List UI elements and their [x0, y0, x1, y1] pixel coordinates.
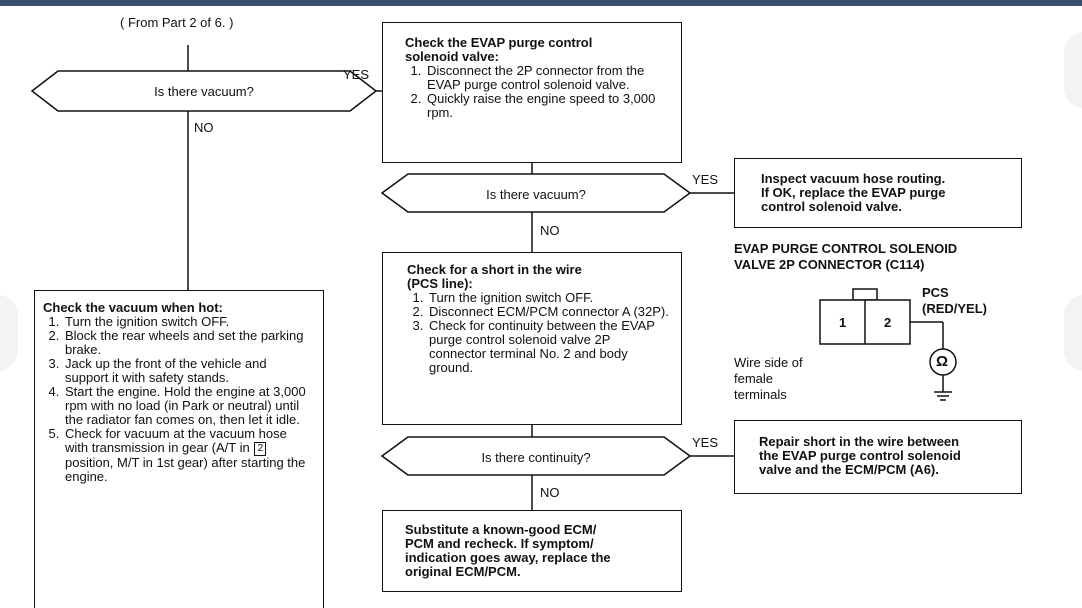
pcs-wire-color: (RED/YEL) [922, 301, 987, 316]
yes-label-2: YES [692, 172, 719, 187]
connector-pin-1: 1 [839, 315, 847, 330]
vacuum-hot-step: Block the rear wheels and set the parkin… [63, 329, 313, 357]
step5-text-a: Check for vacuum at the vacuum hose with… [65, 426, 287, 455]
wire-side-line: Wire side of [734, 355, 803, 370]
short-check-heading: Check for a short in the wire (PCS line)… [407, 262, 582, 291]
window-top-bar [0, 0, 1082, 6]
substitute-line: Substitute a known-good ECM/ [405, 522, 597, 537]
gear-position-box: 2 [254, 441, 267, 456]
evap-check-step: Quickly raise the engine speed to 3,000 … [425, 92, 669, 120]
vacuum-hot-step: Start the engine. Hold the engine at 3,0… [63, 385, 313, 427]
connector-title-line2: VALVE 2P CONNECTOR (C114) [734, 257, 925, 272]
substitute-line: original ECM/PCM. [405, 564, 521, 579]
side-decoration-right-top [1064, 32, 1082, 108]
vacuum-hot-step: Jack up the front of the vehicle and sup… [63, 357, 313, 385]
repair-short-box: Repair short in the wire between the EVA… [734, 420, 1022, 494]
inspect-line: If OK, replace the EVAP purge [761, 185, 946, 200]
evap-check-box: Check the EVAP purge control solenoid va… [382, 22, 682, 163]
side-decoration-right-bottom [1064, 295, 1082, 371]
yes-label-3: YES [692, 435, 719, 450]
substitute-line: indication goes away, replace the [405, 550, 611, 565]
wire-side-line: female [734, 371, 774, 386]
side-decoration-left [0, 295, 18, 371]
vacuum-hot-box: Check the vacuum when hot: Turn the igni… [34, 290, 324, 608]
vacuum-hot-heading: Check the vacuum when hot: [43, 300, 223, 315]
from-part-note: ( From Part 2 of 6. ) [120, 15, 234, 30]
wire-side-line: terminals [734, 387, 787, 402]
yes-label-1: YES [343, 67, 370, 82]
ohm-icon: Ω [936, 353, 949, 370]
substitute-line: PCM and recheck. If symptom/ [405, 536, 594, 551]
repair-line: Repair short in the wire between [759, 434, 960, 449]
inspect-hose-box: Inspect vacuum hose routing. If OK, repl… [734, 158, 1022, 228]
decision-2-label: Is there vacuum? [486, 187, 586, 202]
repair-line: valve and the ECM/PCM (A6). [759, 462, 939, 477]
evap-check-heading: Check the EVAP purge control solenoid va… [405, 35, 593, 64]
step5-text-b: position, M/T in 1st gear) after startin… [65, 454, 306, 484]
short-check-box: Check for a short in the wire (PCS line)… [382, 252, 682, 425]
short-check-step: Check for continuity between the EVAP pu… [427, 319, 669, 375]
pcs-label: PCS [922, 285, 949, 300]
no-label-3: NO [540, 485, 560, 500]
connector-pin-2: 2 [884, 315, 892, 330]
no-label-2: NO [540, 223, 560, 238]
decision-1-label: Is there vacuum? [154, 84, 254, 99]
connector-title-line1: EVAP PURGE CONTROL SOLENOID [734, 241, 958, 256]
short-check-step: Disconnect ECM/PCM connector A (32P). [427, 305, 669, 319]
short-check-step: Turn the ignition switch OFF. [427, 291, 669, 305]
inspect-line: Inspect vacuum hose routing. [761, 171, 946, 186]
substitute-ecm-box: Substitute a known-good ECM/ PCM and rec… [382, 510, 682, 592]
vacuum-hot-step: Turn the ignition switch OFF. [63, 315, 313, 329]
evap-check-step: Disconnect the 2P connector from the EVA… [425, 64, 669, 92]
short-check-steps: Turn the ignition switch OFF. Disconnect… [407, 291, 669, 375]
no-label-1: NO [194, 120, 214, 135]
evap-check-steps: Disconnect the 2P connector from the EVA… [405, 64, 669, 120]
inspect-line: control solenoid valve. [761, 199, 902, 214]
decision-3-label: Is there continuity? [481, 450, 591, 465]
repair-line: the EVAP purge control solenoid [759, 448, 961, 463]
vacuum-hot-steps: Turn the ignition switch OFF. Block the … [43, 315, 313, 484]
connector-latch [852, 288, 878, 301]
vacuum-hot-step: Check for vacuum at the vacuum hose with… [63, 427, 313, 484]
